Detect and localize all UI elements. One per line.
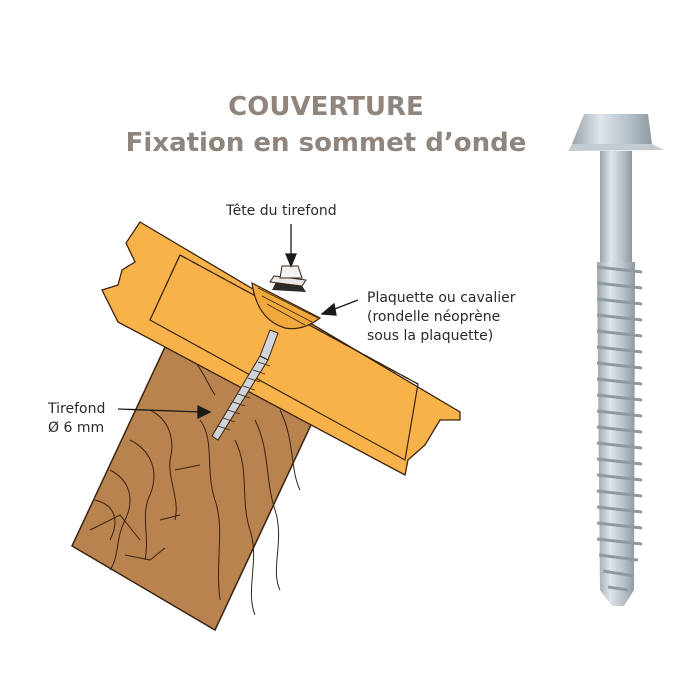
label-washer-line-2: (rondelle néoprène [367, 309, 501, 325]
wood-rafter [71, 330, 319, 632]
label-washer-line-1: Plaquette ou cavalier [367, 290, 516, 306]
screw-diagram [211, 265, 307, 441]
washer-plate [251, 281, 322, 330]
title-line-1: COUVERTURE [228, 92, 424, 122]
screw-photo [568, 114, 664, 606]
title-line-2: Fixation en sommet d’onde [125, 128, 527, 158]
label-washer-line-3: sous la plaquette) [367, 328, 494, 344]
annotation-arrows [117, 224, 359, 420]
roof-sheet [101, 221, 461, 476]
label-screw-line-1: Tirefond [48, 401, 106, 417]
label-screw-line-2: Ø 6 mm [48, 420, 105, 436]
label-screw-head: Tête du tirefond [226, 203, 337, 219]
